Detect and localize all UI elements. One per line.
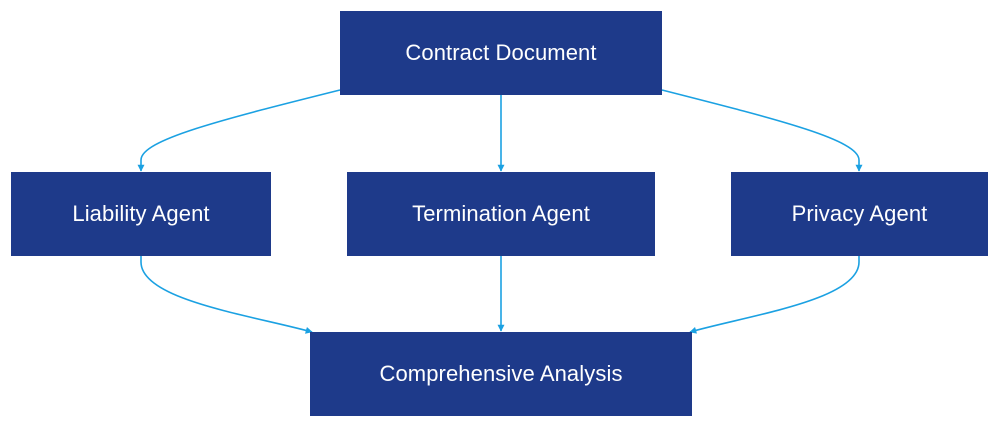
contract-document-node: Contract Document bbox=[340, 11, 662, 95]
comprehensive-analysis-label: Comprehensive Analysis bbox=[379, 361, 623, 386]
comprehensive-analysis-node: Comprehensive Analysis bbox=[310, 332, 692, 416]
privacy-agent-label: Privacy Agent bbox=[791, 201, 928, 226]
privacy-agent-node: Privacy Agent bbox=[731, 172, 988, 256]
liability-agent-label: Liability Agent bbox=[72, 201, 210, 226]
edge-contract-to-liability bbox=[137, 89, 341, 172]
edge-contract-to-privacy bbox=[661, 89, 863, 172]
termination-agent-label: Termination Agent bbox=[412, 201, 590, 226]
termination-agent-node: Termination Agent bbox=[347, 172, 655, 256]
edge-privacy-to-analysis bbox=[689, 256, 860, 334]
liability-agent-node: Liability Agent bbox=[11, 172, 271, 256]
edge-liability-to-analysis bbox=[140, 256, 313, 334]
contract-document-label: Contract Document bbox=[405, 40, 597, 65]
